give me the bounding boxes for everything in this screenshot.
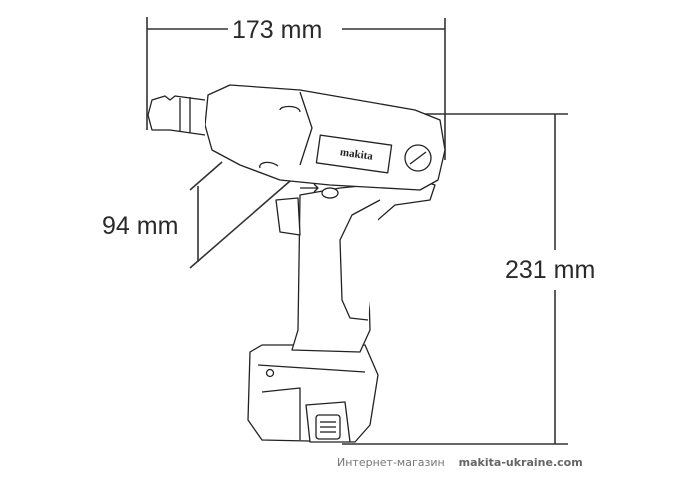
impact-wrench-icon [147, 84, 446, 443]
width-extension-top [189, 161, 223, 191]
site-link[interactable]: makita-ukraine.com [458, 456, 583, 469]
height-label: 231 mm [505, 256, 596, 284]
footer: Интернет-магазин makita-ukraine.com [337, 456, 583, 469]
shop-label: Интернет-магазин [337, 456, 445, 469]
brand-logo: makita [339, 146, 374, 163]
width-label: 94 mm [102, 212, 179, 240]
length-label: 173 mm [232, 16, 323, 44]
